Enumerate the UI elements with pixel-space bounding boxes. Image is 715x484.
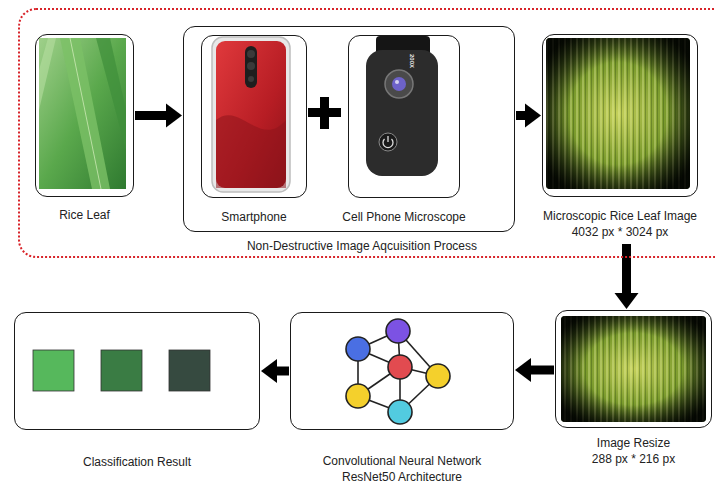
arrow-shaft [135, 111, 168, 120]
network-node [346, 337, 370, 361]
leaf-blade [96, 38, 126, 150]
node-label: Classification Result [83, 455, 191, 470]
class-swatch [169, 350, 210, 391]
plus-symbol [308, 97, 341, 129]
node-label: ResNet50 Architecture [342, 470, 462, 484]
arrow-shaft [275, 367, 289, 376]
network-node [386, 319, 410, 343]
microscopic-photo [546, 38, 690, 189]
result-box: Classification Result [14, 312, 260, 430]
arrow-shaft [529, 366, 554, 375]
device-marking: 200X [409, 54, 415, 68]
network-node [388, 355, 412, 379]
process-region: Non-Destructive Image Aqcuisition Proces… [18, 8, 715, 258]
flow-arrow [516, 104, 541, 128]
lens [392, 77, 406, 91]
microscope-illustration [366, 36, 438, 176]
node-label: Non-Destructive Image Aqcuisition Proces… [247, 239, 477, 254]
device-box: Cell Phone Microscope [348, 35, 460, 198]
rice-leaf-photo [39, 38, 126, 189]
class-swatch [101, 350, 142, 391]
power-button [379, 133, 397, 151]
node-label: Smartphone [221, 210, 286, 225]
node-label: Cell Phone Microscope [342, 210, 465, 225]
phone-case [212, 37, 290, 192]
microscope-body [366, 50, 438, 176]
network-icon [346, 319, 450, 424]
lens-ring [385, 70, 413, 98]
device-group-box: SmartphoneCell Phone Microscope [183, 26, 515, 232]
flow-arrow [135, 104, 182, 128]
network-node [346, 384, 370, 408]
arrow-head [615, 293, 639, 309]
arrow-shaft [622, 244, 631, 295]
photo-vignette [546, 38, 690, 189]
process-box: Convolutional Neural NetworkResNet50 Arc… [290, 312, 514, 430]
phone-body [216, 41, 286, 188]
lens-glint [395, 80, 399, 84]
node-label: Image Resize [597, 436, 670, 451]
network-node [388, 400, 412, 424]
arrow-head [515, 358, 531, 382]
leaf-blade [39, 38, 56, 110]
photo-ground [561, 316, 706, 422]
photo-ground [546, 38, 690, 189]
class-swatches [33, 350, 210, 391]
plus-bar [308, 108, 341, 117]
device-box: Smartphone [201, 35, 307, 198]
arrow-head [261, 359, 277, 383]
camera-lens [248, 76, 254, 82]
image-box: Rice Leaf [35, 34, 134, 197]
network-node [426, 364, 450, 388]
class-swatch [33, 350, 74, 391]
camera-lens [247, 50, 255, 58]
resized-photo [561, 316, 706, 422]
flow-arrow [261, 359, 289, 383]
camera-module [245, 46, 257, 88]
phone-wave [216, 115, 286, 188]
image-box: Microscopic Rice Leaf Image4032 px * 302… [542, 34, 698, 197]
node-label: 4032 px * 3024 px [572, 225, 669, 240]
leaf-vein [70, 38, 101, 189]
arrow-head [525, 104, 541, 128]
node-label: Microscopic Rice Leaf Image [543, 209, 697, 224]
node-label: Convolutional Neural Network [323, 454, 482, 469]
arrow-head [166, 104, 182, 128]
flow-arrow [615, 244, 639, 309]
node-label: Rice Leaf [59, 208, 110, 223]
photo-stripes [561, 316, 706, 422]
power-icon [387, 136, 388, 142]
node-label: 288 px * 216 px [592, 452, 675, 467]
leaf-background [39, 38, 126, 189]
flow-arrow [515, 358, 554, 382]
image-box: Image Resize288 px * 216 px [555, 310, 712, 428]
photo-vignette [561, 316, 706, 422]
photo-stripes [546, 38, 690, 189]
camera-lens [247, 62, 255, 70]
smartphone-illustration [212, 37, 290, 192]
